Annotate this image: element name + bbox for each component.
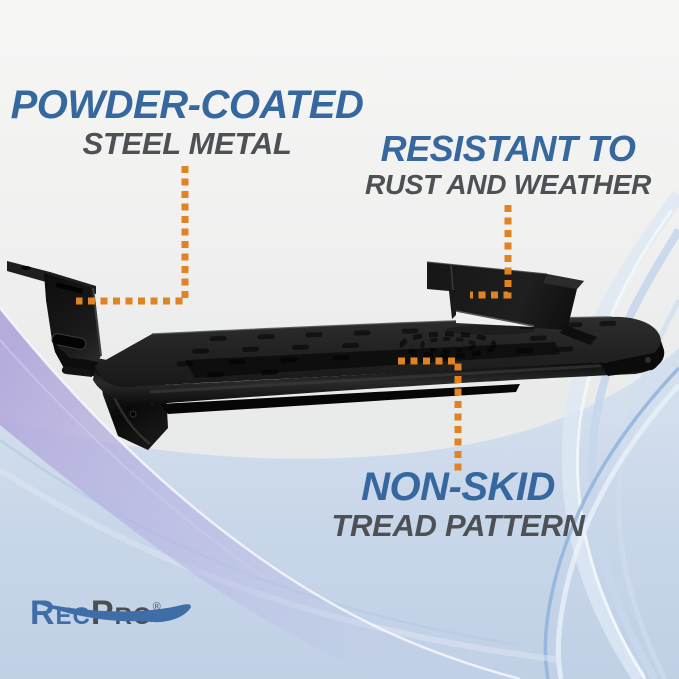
connector-resistant-icon (470, 205, 512, 299)
connector-non-skid-icon (398, 357, 462, 473)
callout-subtitle: STEEL METAL (82, 126, 292, 161)
callout-subtitle: RUST AND WEATHER (364, 168, 652, 200)
step-tray-platform (93, 316, 665, 414)
circular-tread-pattern (399, 331, 497, 359)
callout-title: RESISTANT TO (380, 128, 636, 169)
callout-non-skid: NON-SKID TREAD PATTERN (293, 466, 623, 543)
logo-swoosh-icon (32, 601, 191, 623)
callout-title: NON-SKID (361, 465, 555, 509)
callout-resistant-to: RESISTANT TO RUST AND WEATHER (343, 130, 673, 199)
connector-powder-coated-icon (76, 166, 189, 305)
callout-title: POWDER-COATED (10, 83, 364, 127)
callout-subtitle: TREAD PATTERN (331, 508, 585, 543)
recpro-logo: RecPro® (30, 596, 200, 630)
callout-powder-coated: POWDER-COATED STEEL METAL (7, 84, 367, 161)
registered-trademark-symbol: ® (152, 601, 161, 613)
